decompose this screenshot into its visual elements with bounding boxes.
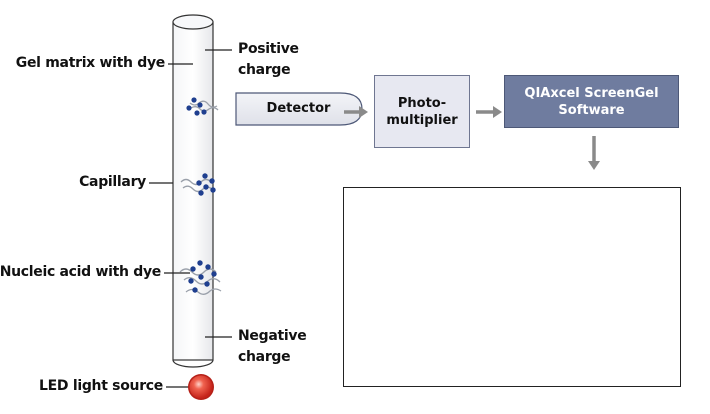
- screengel-software-box: QIAxcel ScreenGel Software: [504, 75, 679, 128]
- software-screenshot-frame: [343, 187, 681, 387]
- photomultiplier-line2: multiplier: [386, 112, 458, 128]
- software-line2: Software: [558, 102, 625, 118]
- negative-charge-label: Negative charge: [238, 326, 307, 368]
- software-line1: QIAxcel ScreenGel: [524, 85, 659, 101]
- detector-label: Detector: [266, 101, 331, 116]
- led-bulb-icon: [188, 374, 214, 400]
- dna-molecule-medium: [180, 173, 216, 196]
- photomultiplier-box: Photo- multiplier: [374, 75, 470, 148]
- capillary-tube: [172, 14, 214, 368]
- negative-charge-line1: Negative: [238, 328, 307, 344]
- positive-charge-line2: charge: [238, 62, 291, 78]
- negative-charge-line2: charge: [238, 349, 291, 365]
- photomultiplier-line1: Photo-: [397, 95, 447, 111]
- nucleic-acid-label: Nucleic acid with dye: [0, 264, 161, 280]
- gel-matrix-label: Gel matrix with dye: [15, 55, 166, 71]
- positive-charge-line1: Positive: [238, 41, 299, 57]
- arrow-right-icon: [476, 106, 502, 118]
- arrow-down-icon: [588, 136, 600, 170]
- dna-molecule-large: [179, 260, 222, 295]
- led-light-source-label: LED light source: [39, 378, 163, 394]
- arrow-right-icon: [344, 106, 368, 118]
- positive-charge-label: Positive charge: [238, 39, 299, 81]
- capillary-label: Capillary: [79, 174, 146, 190]
- detector-box: Detector: [235, 92, 362, 125]
- dna-molecule-small: [186, 97, 219, 116]
